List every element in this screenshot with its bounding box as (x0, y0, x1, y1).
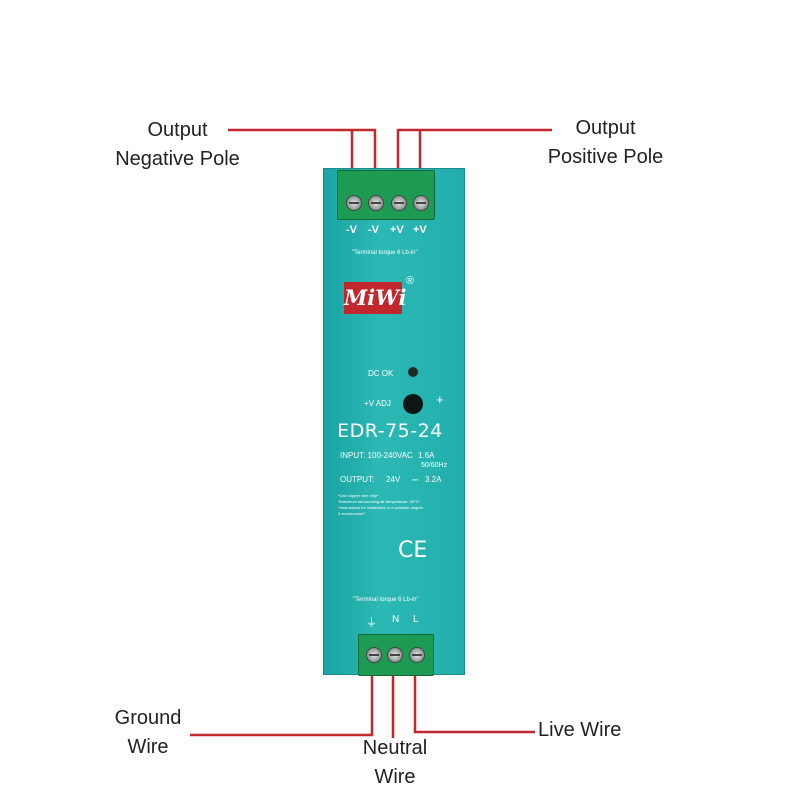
dc-ok-led-icon (408, 367, 418, 377)
ground-symbol-icon: ⏚ (366, 617, 377, 629)
dc-symbol-icon: ⎓ (412, 475, 419, 484)
callout-live-wire: Live Wire (538, 719, 622, 741)
torque-note-top: "Terminal torque 6 Lb-in" (352, 250, 418, 256)
callout-ground-wire: Ground Wire (114, 707, 182, 758)
callout-output-negative-pole: Output Negative Pole (115, 119, 240, 170)
screw-icon (413, 195, 429, 211)
brand-logo: MiWi (344, 282, 406, 314)
input-terminal-block (358, 634, 434, 676)
wire-ground (190, 655, 374, 737)
power-supply-body (323, 168, 465, 675)
terminal-label: -V (346, 224, 357, 236)
terminal-label: L (413, 614, 419, 625)
output-current: 3.2A (425, 475, 442, 484)
screw-icon (391, 195, 407, 211)
fine-print: *Maximum surrounding air temperature: 40… (338, 499, 421, 504)
output-voltage: 24V (386, 475, 401, 484)
voltage-adjust-knob[interactable] (403, 394, 423, 414)
input-current: 1.6A (418, 451, 435, 460)
registered-mark: ® (406, 275, 415, 287)
terminal-label: -V (368, 224, 379, 236)
callout-output-positive-pole: Output Positive Pole (547, 117, 664, 168)
input-rating: INPUT: 100-240VAC (340, 451, 413, 460)
screw-icon (368, 195, 384, 211)
torque-note-bottom: "Terminal torque 6 Lb-in" (353, 597, 419, 603)
terminal-label: +V (413, 224, 427, 236)
terminal-label: N (392, 614, 400, 625)
callout-neutral-wire: Neutral Wire (362, 737, 428, 788)
output-label: OUTPUT: (340, 475, 375, 484)
plus-label: + (436, 392, 444, 407)
fine-print: *Instructions for installation in a poll… (338, 505, 423, 510)
fine-print: 2 environment* (338, 511, 365, 516)
screw-icon (387, 647, 403, 663)
input-frequency: 50/60Hz (421, 462, 448, 469)
screw-icon (346, 195, 362, 211)
ce-mark: CE (398, 538, 428, 563)
screw-icon (366, 647, 382, 663)
screw-icon (409, 647, 425, 663)
v-adj-label: +V ADJ (364, 399, 391, 408)
output-terminal-block (337, 170, 435, 220)
fine-print: *Use copper wire only* (338, 493, 379, 498)
model-number: EDR-75-24 (337, 420, 443, 442)
wire-live (413, 655, 535, 734)
terminal-label: +V (390, 224, 404, 236)
dc-ok-label: DC OK (368, 369, 394, 378)
